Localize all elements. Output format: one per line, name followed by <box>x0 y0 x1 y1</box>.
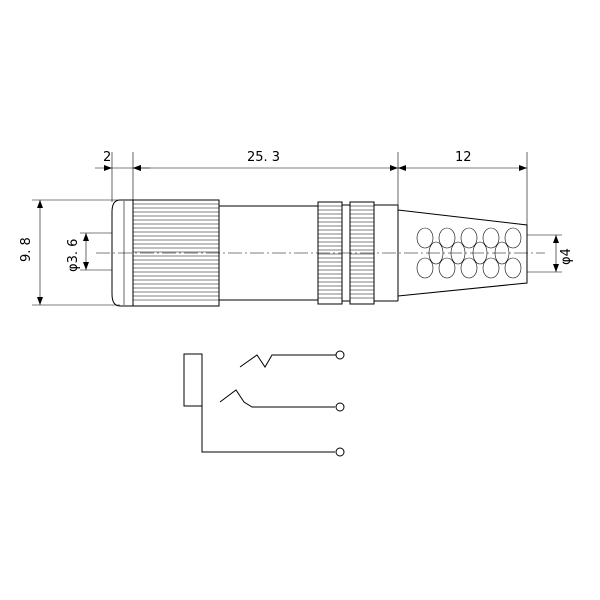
boot-slot <box>416 257 434 279</box>
terminal-3 <box>335 447 345 457</box>
boot-slot <box>460 227 478 249</box>
boot-slot <box>416 227 434 249</box>
boot-slots <box>416 227 522 279</box>
arrow-body-top <box>37 200 43 208</box>
terminal-2 <box>335 402 345 412</box>
nose-ring <box>111 199 121 307</box>
arrow-b-right <box>390 165 398 171</box>
boot-slot <box>482 257 500 279</box>
arrow-body-bottom <box>37 297 43 305</box>
arrow-cable-bottom <box>553 264 559 272</box>
body-diameter-dimension: 9. 8 <box>19 199 120 306</box>
arrow-bore-bottom <box>83 262 89 270</box>
boot-slot <box>438 227 456 249</box>
sleeve-contact <box>183 353 203 407</box>
sleeve-lead <box>201 380 335 453</box>
terminal-1 <box>335 350 345 360</box>
dim-label-a: 2 <box>103 150 111 165</box>
dim-label-body: 9. 8 <box>19 237 34 262</box>
knurl-grip-lines <box>133 203 219 301</box>
arrow-cable-top <box>553 235 559 243</box>
connector-body <box>96 199 545 307</box>
bore-diameter-dimension: φ3. 6 <box>66 232 112 272</box>
switch-contact-upper <box>239 354 338 368</box>
top-dimensions: 2 25. 3 12 <box>95 150 528 225</box>
arrow-c-left <box>398 165 406 171</box>
boot-slot <box>504 227 522 249</box>
strain-relief-boot <box>397 209 528 297</box>
boot-slot <box>438 257 456 279</box>
jack-schematic <box>183 350 345 457</box>
arrow-a-left <box>104 165 112 171</box>
boot-slot <box>504 257 522 279</box>
arrow-b-left <box>133 165 141 171</box>
dim-label-bore: φ3. 6 <box>66 239 81 272</box>
dim-label-c: 12 <box>455 150 472 165</box>
knurl-ring-lines <box>318 205 374 299</box>
arrow-c-right <box>519 165 527 171</box>
boot-slot <box>482 227 500 249</box>
dim-label-b: 25. 3 <box>247 150 280 165</box>
arrow-bore-top <box>83 233 89 241</box>
switch-contact-lower <box>219 389 335 408</box>
boot-slot <box>460 257 478 279</box>
cable-diameter-dimension: φ4 <box>527 234 574 273</box>
dim-label-cable: φ4 <box>559 248 574 265</box>
